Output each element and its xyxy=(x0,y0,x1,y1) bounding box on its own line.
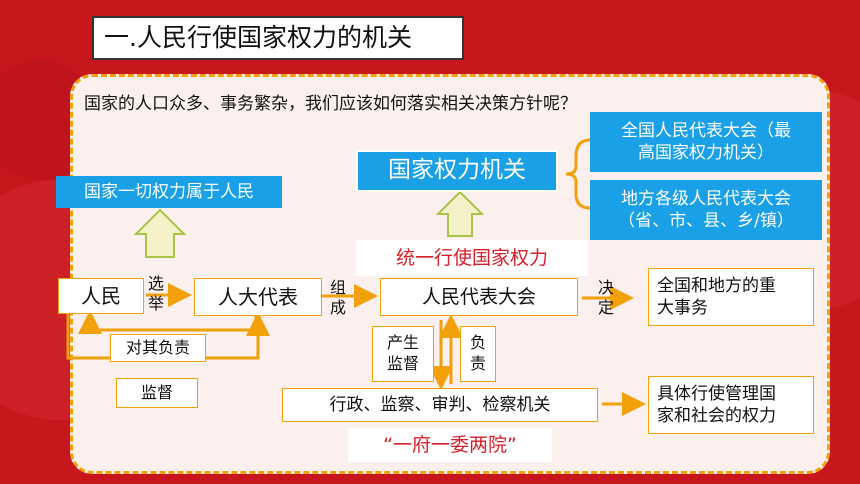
affairs-line1: 全国和地方的重 xyxy=(657,275,776,296)
local-line1: 地方各级人民代表大会 xyxy=(621,188,791,209)
one-gov-box: “一府一委两院” xyxy=(348,428,552,462)
state-organ-box: 国家权力机关 xyxy=(356,150,558,192)
npc-line1: 全国人民代表大会（最 xyxy=(621,120,791,141)
organs-box: 行政、监察、审判、检察机关 xyxy=(282,388,598,422)
responsible-to-box: 对其负责 xyxy=(110,334,206,362)
decide-char2: 定 xyxy=(598,298,615,317)
decide-char1: 决 xyxy=(598,278,615,297)
affairs-line2: 大事务 xyxy=(657,298,708,318)
local-congress-box: 地方各级人民代表大会 （省、市、县、乡/镇） xyxy=(590,180,822,240)
elect-char2: 举 xyxy=(148,294,165,313)
responsible-box: 负 责 xyxy=(460,326,496,382)
form-char2: 成 xyxy=(330,298,347,317)
affairs-box: 全国和地方的重 大事务 xyxy=(648,268,814,326)
form-char1: 组 xyxy=(330,278,347,297)
unified-power-box: 统一行使国家权力 xyxy=(356,240,588,276)
supervise-box: 监督 xyxy=(116,378,198,408)
question-text: 国家的人口众多、事务繁杂，我们应该如何落实相关决策方针呢？ xyxy=(84,94,577,114)
responsible-char2: 责 xyxy=(469,354,486,373)
elect-label: 选 举 xyxy=(148,274,164,314)
form-label: 组 成 xyxy=(330,278,346,318)
decide-label: 决 定 xyxy=(598,278,614,318)
produce-line: 产生 xyxy=(386,333,419,353)
npc-box: 全国人民代表大会（最 高国家权力机关） xyxy=(590,112,822,172)
local-line2: （省、市、县、乡/镇） xyxy=(618,211,794,231)
responsible-char1: 负 xyxy=(469,333,486,353)
exercise-line2: 家和社会的权力 xyxy=(657,406,776,426)
deputies-box: 人大代表 xyxy=(194,278,322,316)
elect-char1: 选 xyxy=(148,274,165,293)
people-box: 人民 xyxy=(58,278,144,314)
npc-line2: 高国家权力机关） xyxy=(638,143,774,163)
page-title: 一.人民行使国家权力的机关 xyxy=(92,16,464,60)
exercise-line1: 具体行使管理国 xyxy=(657,383,776,404)
all-power-box: 国家一切权力属于人民 xyxy=(56,176,282,208)
supervise-line: 监督 xyxy=(386,354,419,373)
exercise-power-box: 具体行使管理国 家和社会的权力 xyxy=(648,376,814,434)
congress-box: 人民代表大会 xyxy=(380,278,578,316)
produce-supervise-box: 产生 监督 xyxy=(372,326,434,382)
